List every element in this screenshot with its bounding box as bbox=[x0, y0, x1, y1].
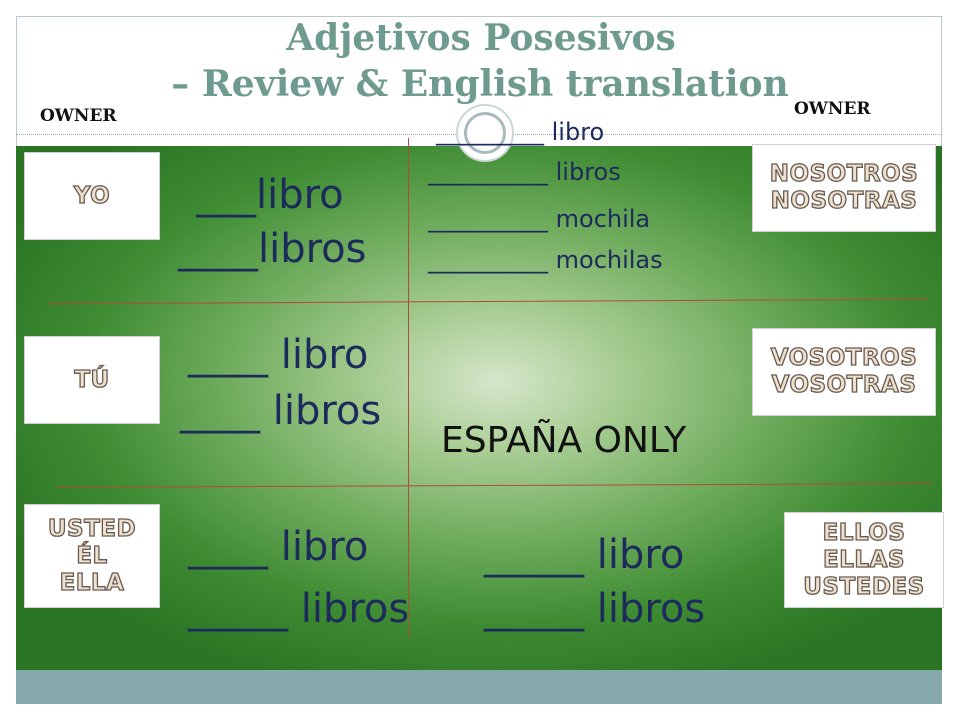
pronoun-yo: YO bbox=[73, 182, 111, 209]
nosotros-blank-mochila: __________ mochila bbox=[428, 205, 651, 233]
pronoun-box-vosotros: VOSOTROS VOSOTRAS bbox=[752, 328, 936, 416]
slide-title-line2: – Review & English translation bbox=[171, 63, 789, 105]
owner-label-right: OWNER bbox=[794, 99, 871, 119]
owner-label-left: OWNER bbox=[40, 106, 117, 126]
nosotros-blank-libros: __________ libros bbox=[428, 158, 621, 186]
pronoun-vosotras: VOSOTRAS bbox=[771, 371, 917, 398]
pronoun-box-usted: USTED ÉL ELLA bbox=[24, 504, 160, 608]
tu-blank-libro: ____ libro bbox=[188, 332, 369, 378]
tu-blank-libros: ____ libros bbox=[180, 388, 382, 434]
nosotros-blank-libro: _________ libro bbox=[436, 118, 605, 146]
yo-blank-libro: ___libro bbox=[196, 172, 344, 218]
pronoun-box-nosotros: NOSOTROS NOSOTRAS bbox=[752, 144, 936, 232]
pronoun-el: ÉL bbox=[76, 542, 108, 569]
pronoun-ellas: ELLAS bbox=[822, 546, 905, 573]
espana-only-note: ESPAÑA ONLY bbox=[441, 420, 687, 461]
usted-blank-libro: ____ libro bbox=[188, 524, 369, 570]
yo-blank-libros: ____libros bbox=[178, 226, 367, 272]
pronoun-ella: ELLA bbox=[59, 569, 125, 596]
pronoun-nosotros: NOSOTROS bbox=[769, 160, 919, 187]
pronoun-vosotros: VOSOTROS bbox=[770, 344, 918, 371]
footer-bar bbox=[16, 670, 942, 704]
pronoun-tu: TÚ bbox=[74, 366, 110, 393]
grid-line-column bbox=[408, 138, 409, 638]
pronoun-ustedes: USTEDES bbox=[803, 573, 925, 600]
ellos-blank-libros: _____ libros bbox=[484, 586, 706, 632]
nosotros-blank-mochilas: __________ mochilas bbox=[428, 246, 663, 274]
ellos-blank-libro: _____ libro bbox=[484, 532, 685, 578]
pronoun-nosotras: NOSOTRAS bbox=[770, 187, 918, 214]
pronoun-box-ellos: ELLOS ELLAS USTEDES bbox=[784, 512, 944, 608]
circle-ornament-icon bbox=[456, 104, 514, 162]
pronoun-ellos: ELLOS bbox=[822, 519, 906, 546]
slide-title-line1: Adjetivos Posesivos bbox=[286, 17, 676, 59]
usted-blank-libros: _____ libros bbox=[188, 586, 410, 632]
pronoun-usted: USTED bbox=[47, 515, 137, 542]
pronoun-box-yo: YO bbox=[24, 152, 160, 240]
pronoun-box-tu: TÚ bbox=[24, 336, 160, 424]
